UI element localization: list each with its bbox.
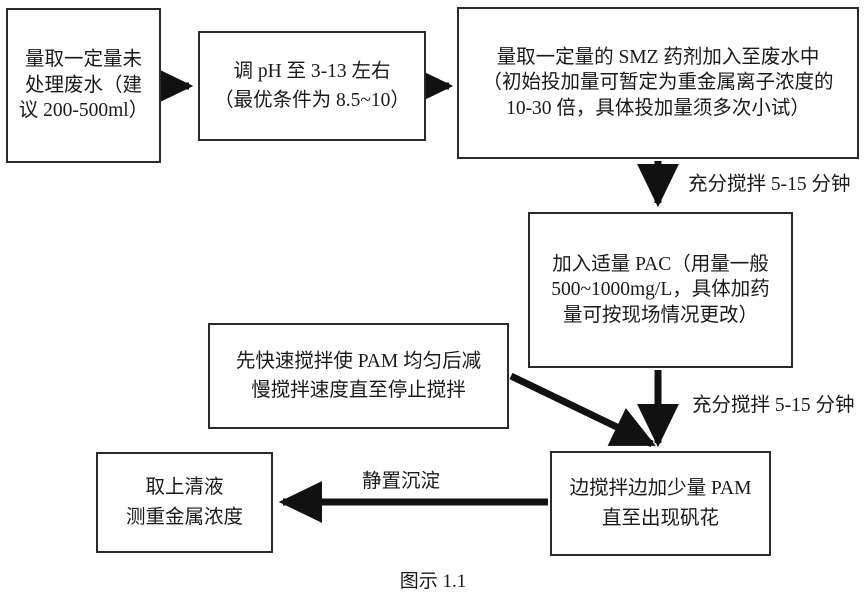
edge-label-stir-1: 充分搅拌 5-15 分钟 [688, 174, 851, 195]
figure-caption: 图示 1.1 [399, 571, 467, 592]
node-add-pac-line-1: 加入适量 PAC（用量一般 [552, 253, 769, 275]
node-supernatant[interactable]: 取上清液 测重金属浓度 [96, 452, 273, 553]
edge-label-stir-2: 充分搅拌 5-15 分钟 [692, 395, 855, 416]
node-measure-wastewater[interactable]: 量取一定量未 处理废水（建 议 200-500ml） [6, 8, 161, 163]
node-add-pac-line-2: 500~1000mg/L，具体加药 [551, 279, 770, 301]
node-pam-stir-rule[interactable]: 先快速搅拌使 PAM 均匀后减 慢搅拌速度直至停止搅拌 [208, 323, 509, 429]
node-add-pam[interactable]: 边搅拌边加少量 PAM 直至出现矾花 [550, 451, 771, 556]
node-add-pac-line-3: 量可按现场情况更改） [562, 304, 758, 326]
node-supernatant-line-2: 测重金属浓度 [125, 506, 243, 528]
node-adjust-ph[interactable]: 调 pH 至 3-13 左右 （最优条件为 8.5~10） [198, 31, 426, 141]
node-measure-wastewater-line-1: 量取一定量未 [24, 49, 142, 71]
node-adjust-ph-line-2: （最优条件为 8.5~10） [214, 90, 410, 111]
node-adjust-ph-line-1: 调 pH 至 3-13 左右 [233, 60, 391, 82]
node-measure-wastewater-line-3: 议 200-500ml） [18, 100, 149, 122]
node-pam-stir-rule-line-2: 慢搅拌速度直至停止搅拌 [251, 380, 466, 401]
node-add-smz[interactable]: 量取一定量的 SMZ 药剂加入至废水中 （初始投加量可暂定为重金属离子浓度的 1… [457, 7, 859, 159]
node-supernatant-line-1: 取上清液 [145, 477, 224, 498]
node-add-pam-line-2: 直至出现矾花 [601, 507, 719, 529]
node-add-smz-line-2: （初始投加量可暂定为重金属离子浓度的 [482, 72, 834, 94]
node-add-smz-line-1: 量取一定量的 SMZ 药剂加入至废水中 [496, 46, 820, 68]
node-pam-stir-rule-line-1: 先快速搅拌使 PAM 均匀后减 [235, 350, 482, 372]
node-add-pac[interactable]: 加入适量 PAC（用量一般 500~1000mg/L，具体加药 量可按现场情况更… [528, 212, 793, 368]
edge-label-settle: 静置沉淀 [362, 471, 441, 492]
node-add-smz-line-3: 10-30 倍，具体投加量须多次小试） [506, 97, 810, 119]
node-add-pam-line-1: 边搅拌边加少量 PAM [569, 478, 752, 499]
node-measure-wastewater-line-2: 处理废水（建 [24, 74, 142, 96]
edge-pamrule-to-pam [509, 372, 656, 448]
